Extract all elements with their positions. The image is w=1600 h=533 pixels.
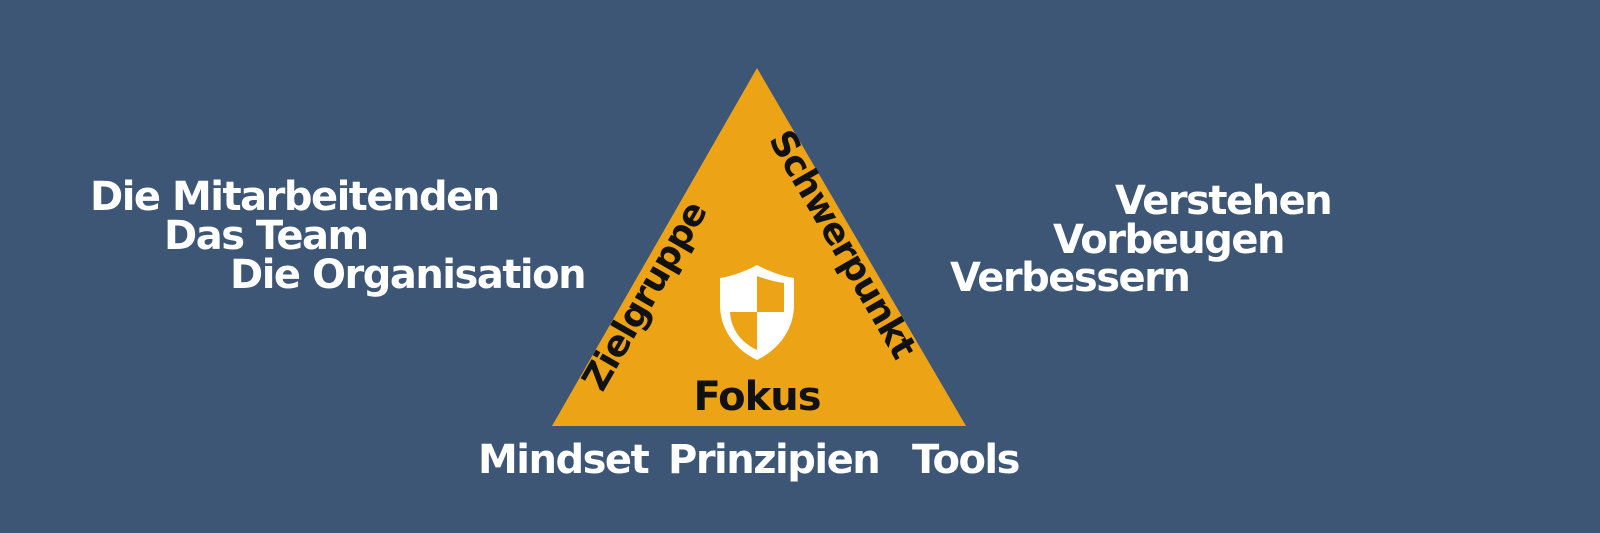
bottom-list-item-2: Prinzipien	[668, 437, 881, 483]
triangle-center-label: Fokus	[693, 374, 820, 420]
left-list-item-1: Die Mitarbeitenden	[90, 174, 500, 220]
triangle	[552, 68, 966, 426]
left-list-item-2: Das Team	[164, 213, 369, 259]
right-list-item-1: Verstehen	[1115, 178, 1333, 224]
shield-icon	[720, 265, 794, 360]
right-list-item-2: Vorbeugen	[1053, 217, 1285, 263]
left-list-item-3: Die Organisation	[230, 252, 587, 298]
bottom-list-item-3: Tools	[912, 437, 1020, 483]
bottom-list-item-1: Mindset	[478, 437, 650, 483]
right-list-item-3: Verbessern	[950, 255, 1191, 301]
